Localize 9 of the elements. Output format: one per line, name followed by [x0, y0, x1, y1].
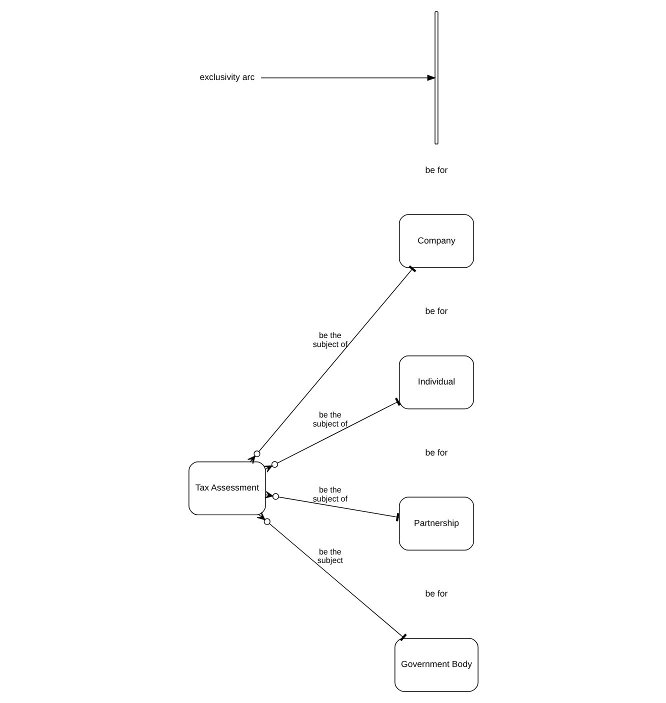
label: be for	[424, 588, 448, 599]
label: be for	[424, 306, 448, 316]
edge-label: be the subject of	[312, 410, 347, 428]
label: be for	[424, 164, 448, 175]
node-text: exclusivity arc	[199, 72, 254, 82]
edge-label: be the subject	[316, 547, 342, 566]
edge-label: be the subject of	[312, 486, 347, 504]
edge-label: be the subject of	[312, 331, 347, 349]
label: be for	[424, 447, 448, 458]
